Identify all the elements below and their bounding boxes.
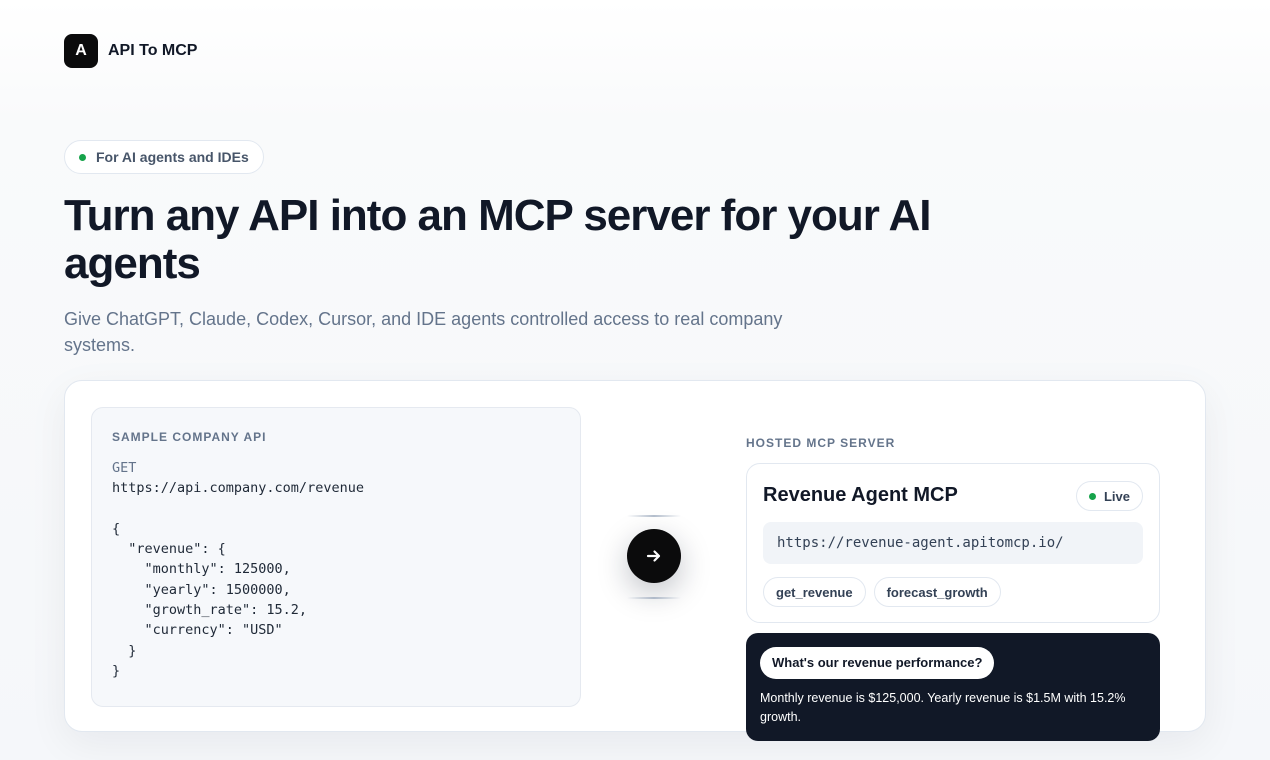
chat-question-bubble: What's our revenue performance? bbox=[760, 647, 995, 679]
mcp-server-title: Revenue Agent MCP bbox=[763, 484, 958, 506]
api-url: https://api.company.com/revenue bbox=[112, 480, 364, 497]
tool-chip-get-revenue[interactable]: get_revenue bbox=[763, 577, 866, 607]
sample-api-label: SAMPLE COMPANY API bbox=[112, 430, 267, 444]
status-dot-icon bbox=[79, 153, 86, 161]
logo-icon[interactable]: A bbox=[64, 34, 98, 68]
audience-badge-label: For AI agents and IDEs bbox=[96, 149, 249, 165]
agent-chat-panel: What's our revenue performance? Monthly … bbox=[746, 633, 1160, 741]
api-response-body: { "revenue": { "monthly": 125000, "yearl… bbox=[112, 520, 308, 679]
hero-subtitle: Give ChatGPT, Claude, Codex, Cursor, and… bbox=[64, 309, 783, 355]
site-header: A API To MCP bbox=[64, 34, 197, 68]
status-badge-label: Live bbox=[1103, 488, 1130, 504]
http-method: GET bbox=[112, 460, 137, 476]
hosted-mcp-label: HOSTED MCP SERVER bbox=[746, 436, 896, 450]
tool-chip-forecast-growth[interactable]: forecast_growth bbox=[873, 577, 1001, 607]
sample-api-panel: SAMPLE COMPANY API GET https://api.compa… bbox=[91, 407, 581, 707]
api-code-block: GET https://api.company.com/revenue { "r… bbox=[112, 458, 560, 681]
hero-title: Turn any API into an MCP server for your… bbox=[64, 191, 932, 288]
chat-answer-text: Monthly revenue is $125,000. Yearly reve… bbox=[760, 691, 1126, 724]
arrow-divider-bottom bbox=[627, 597, 681, 599]
convert-button[interactable] bbox=[627, 529, 681, 583]
live-dot-icon bbox=[1088, 492, 1096, 500]
tool-list: get_revenue forecast_growth bbox=[763, 577, 1001, 607]
arrow-divider-top bbox=[627, 515, 681, 517]
convert-arrow bbox=[627, 515, 681, 599]
audience-badge: For AI agents and IDEs bbox=[64, 140, 264, 174]
status-badge: Live bbox=[1075, 481, 1143, 511]
brand-name[interactable]: API To MCP bbox=[108, 42, 198, 59]
arrow-right-icon bbox=[646, 550, 661, 562]
mcp-url-field[interactable]: https://revenue-agent.apitomcp.io/ bbox=[763, 522, 1143, 564]
mcp-server-card: Revenue Agent MCP Live https://revenue-a… bbox=[746, 463, 1160, 623]
demo-card: SAMPLE COMPANY API GET https://api.compa… bbox=[64, 380, 1206, 741]
